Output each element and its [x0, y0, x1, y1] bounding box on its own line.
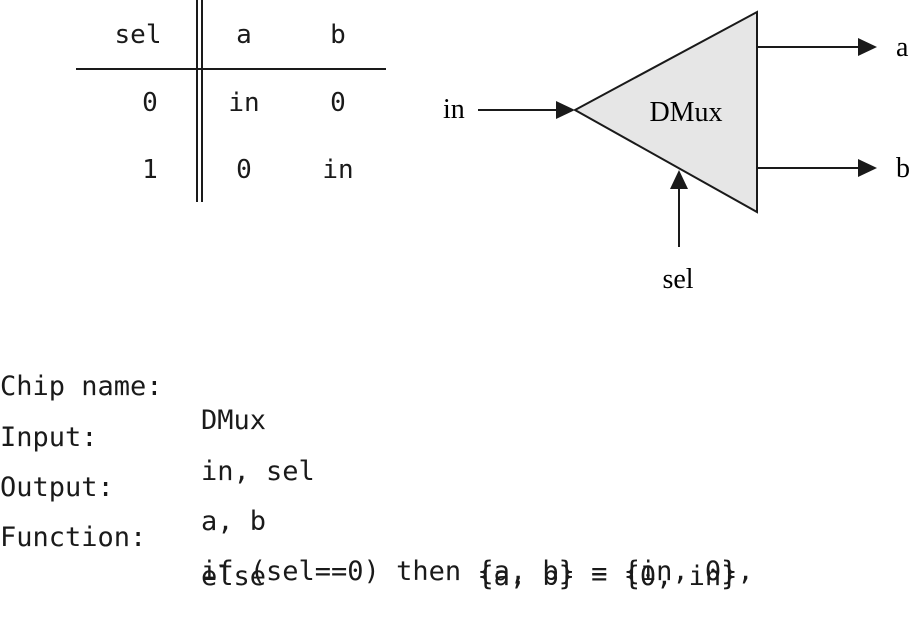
output-a-label: a [896, 32, 909, 63]
truth-table: sel a b 0 in 0 1 0 in [0, 0, 400, 210]
output-b-label: b [896, 153, 910, 184]
table-column-divider-right [201, 0, 203, 202]
select-sel-arrowhead [670, 170, 688, 189]
table-row-1-b: in [322, 155, 354, 185]
input-in-label: in [443, 94, 465, 125]
table-header-a: a [236, 20, 252, 50]
output-b-arrowhead [858, 159, 877, 177]
table-row-1-a: 0 [236, 155, 252, 185]
spec-chip-name-value: DMux [201, 405, 267, 436]
spec-output-value: a, b [201, 506, 267, 537]
table-header-sel: sel [114, 20, 162, 50]
table-header-b: b [330, 20, 346, 50]
spec-row-output: Output: a, b [0, 437, 266, 573]
dmux-chip-label: DMux [649, 97, 722, 128]
spec-chip-name-label: Chip name: [0, 371, 163, 402]
spec-function-label: Function: [0, 522, 147, 553]
spec-input-label: Input: [0, 422, 98, 453]
table-column-divider-left [196, 0, 198, 202]
spec-row-function-else: else {a, b} = {0, in} [0, 526, 737, 628]
input-in-arrowhead [556, 101, 575, 119]
dmux-diagram: DMux in a b sel [443, 10, 910, 295]
table-row-0-b: 0 [330, 88, 346, 118]
spec-function-line-2: else {a, b} = {0, in} [201, 561, 738, 592]
table-row-0-sel: 0 [142, 88, 158, 118]
spec-input-value: in, sel [201, 456, 315, 487]
table-header-divider [76, 68, 386, 70]
output-a-arrowhead [858, 38, 877, 56]
spec-row-chip-name: Chip name: DMux [0, 336, 266, 472]
dmux-chip-body [572, 10, 758, 214]
table-row-1-sel: 1 [142, 155, 158, 185]
spec-row-input: Input: in, sel [0, 387, 315, 523]
table-row-0-a: in [228, 88, 260, 118]
spec-output-label: Output: [0, 472, 114, 503]
select-sel-label: sel [662, 264, 693, 295]
